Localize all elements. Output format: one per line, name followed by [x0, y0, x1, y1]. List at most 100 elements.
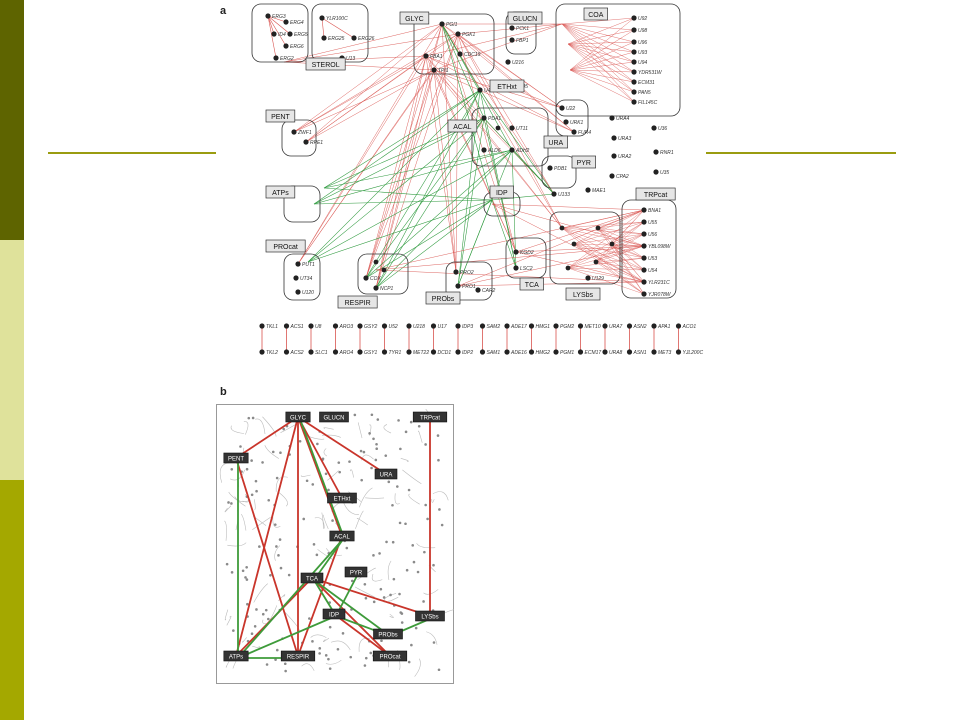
edge — [321, 17, 325, 39]
edge — [457, 209, 645, 287]
background-node — [363, 664, 367, 667]
cluster-outline — [541, 155, 577, 189]
module-box-pyr — [344, 566, 368, 578]
edge — [561, 23, 635, 103]
gene-node — [547, 165, 553, 171]
gene-node — [609, 115, 615, 121]
pair-node-bottom — [430, 349, 437, 355]
edge — [611, 243, 645, 259]
gene-label: TPI1 — [438, 68, 449, 74]
gene-label: YDR531W — [638, 70, 663, 76]
gene-label: U53 — [648, 256, 657, 262]
pair-label-bottom: SAM1 — [487, 350, 501, 356]
gene-node — [273, 55, 279, 61]
cluster-outline — [555, 99, 589, 137]
edge — [365, 199, 493, 279]
gene-label: U56 — [648, 232, 657, 238]
module-edge-red — [297, 416, 343, 499]
background-edge — [359, 487, 373, 508]
gene-node — [293, 275, 299, 281]
background-node — [254, 479, 258, 483]
background-node — [245, 565, 248, 569]
background-node — [324, 472, 328, 476]
background-node — [400, 621, 404, 624]
background-node — [348, 460, 351, 463]
gene-node — [509, 147, 515, 153]
module-label-coa: COA — [588, 12, 604, 19]
background-node — [278, 538, 282, 541]
module-box-procat — [372, 650, 408, 662]
edge — [567, 267, 645, 271]
edge — [567, 43, 635, 93]
edge — [457, 33, 563, 109]
edge — [441, 23, 485, 119]
background-edge — [323, 427, 334, 430]
background-node — [246, 602, 249, 606]
background-node — [311, 483, 315, 486]
module-box-glyc — [399, 11, 430, 25]
module-label-lysbs: LYSbs — [573, 292, 594, 299]
edge — [515, 251, 645, 283]
background-node — [379, 587, 383, 591]
pair-node-bottom — [406, 349, 412, 355]
edge — [425, 55, 575, 133]
module-label-ura: URA — [548, 140, 563, 147]
background-node — [376, 418, 380, 421]
background-node — [311, 640, 314, 643]
edge — [425, 55, 517, 253]
edge — [611, 221, 645, 245]
background-edge — [224, 520, 227, 541]
background-edge — [418, 430, 423, 443]
background-node — [341, 632, 345, 635]
background-edge — [414, 658, 421, 677]
module-box-pent — [265, 109, 296, 123]
background-edge — [242, 637, 247, 643]
background-edge — [224, 505, 232, 513]
gene-label: U35 — [660, 170, 669, 176]
panel-b-background-network — [219, 408, 454, 677]
module-box-idp — [322, 608, 346, 620]
edge — [433, 69, 575, 133]
cluster-outline — [283, 253, 321, 301]
panel-a-gene-pairs: TKL1TKL2ACS1ACS2U8SLC1ARO3ARO4GSY2GSY1U5… — [259, 323, 703, 356]
gene-label: CDC19 — [464, 52, 481, 58]
module-label-idp: IDP — [496, 190, 508, 197]
edge — [457, 117, 485, 287]
gene-label: URA3 — [618, 136, 632, 142]
module-box-tca — [519, 277, 544, 291]
background-node — [261, 612, 265, 616]
module-edge-red — [311, 577, 431, 617]
cluster-outline — [413, 13, 495, 75]
background-edge — [408, 493, 420, 505]
gene-label: YBL098W — [648, 244, 672, 250]
pair-node-top — [455, 323, 461, 329]
edge — [293, 55, 427, 133]
module-label-glyc: GLYC — [405, 16, 424, 23]
module-box-glucn — [507, 11, 543, 25]
pair-label-top: PGM2 — [560, 324, 574, 330]
background-node — [364, 656, 368, 660]
gene-label: YLR100C — [326, 16, 348, 22]
background-node — [258, 545, 261, 548]
pair-label-bottom: SLC1 — [315, 350, 328, 356]
background-node — [363, 582, 367, 586]
edge — [569, 51, 635, 71]
background-node — [244, 576, 247, 579]
gene-label: ERG5 — [294, 32, 308, 38]
gene-node — [611, 135, 617, 141]
gene-node — [609, 173, 615, 179]
pair-node-bottom — [626, 349, 633, 355]
pair-label-top: U17 — [438, 324, 447, 330]
gene-node — [565, 265, 571, 271]
background-node — [250, 459, 253, 462]
background-edge — [240, 513, 247, 531]
background-node — [372, 437, 375, 441]
background-node — [264, 608, 268, 612]
pair-label-bottom: URA8 — [609, 350, 623, 356]
edge — [567, 43, 635, 73]
pair-node-bottom — [675, 349, 682, 355]
background-edge — [426, 631, 438, 645]
background-node — [411, 544, 415, 547]
gene-node — [593, 259, 599, 265]
background-node — [432, 563, 435, 567]
